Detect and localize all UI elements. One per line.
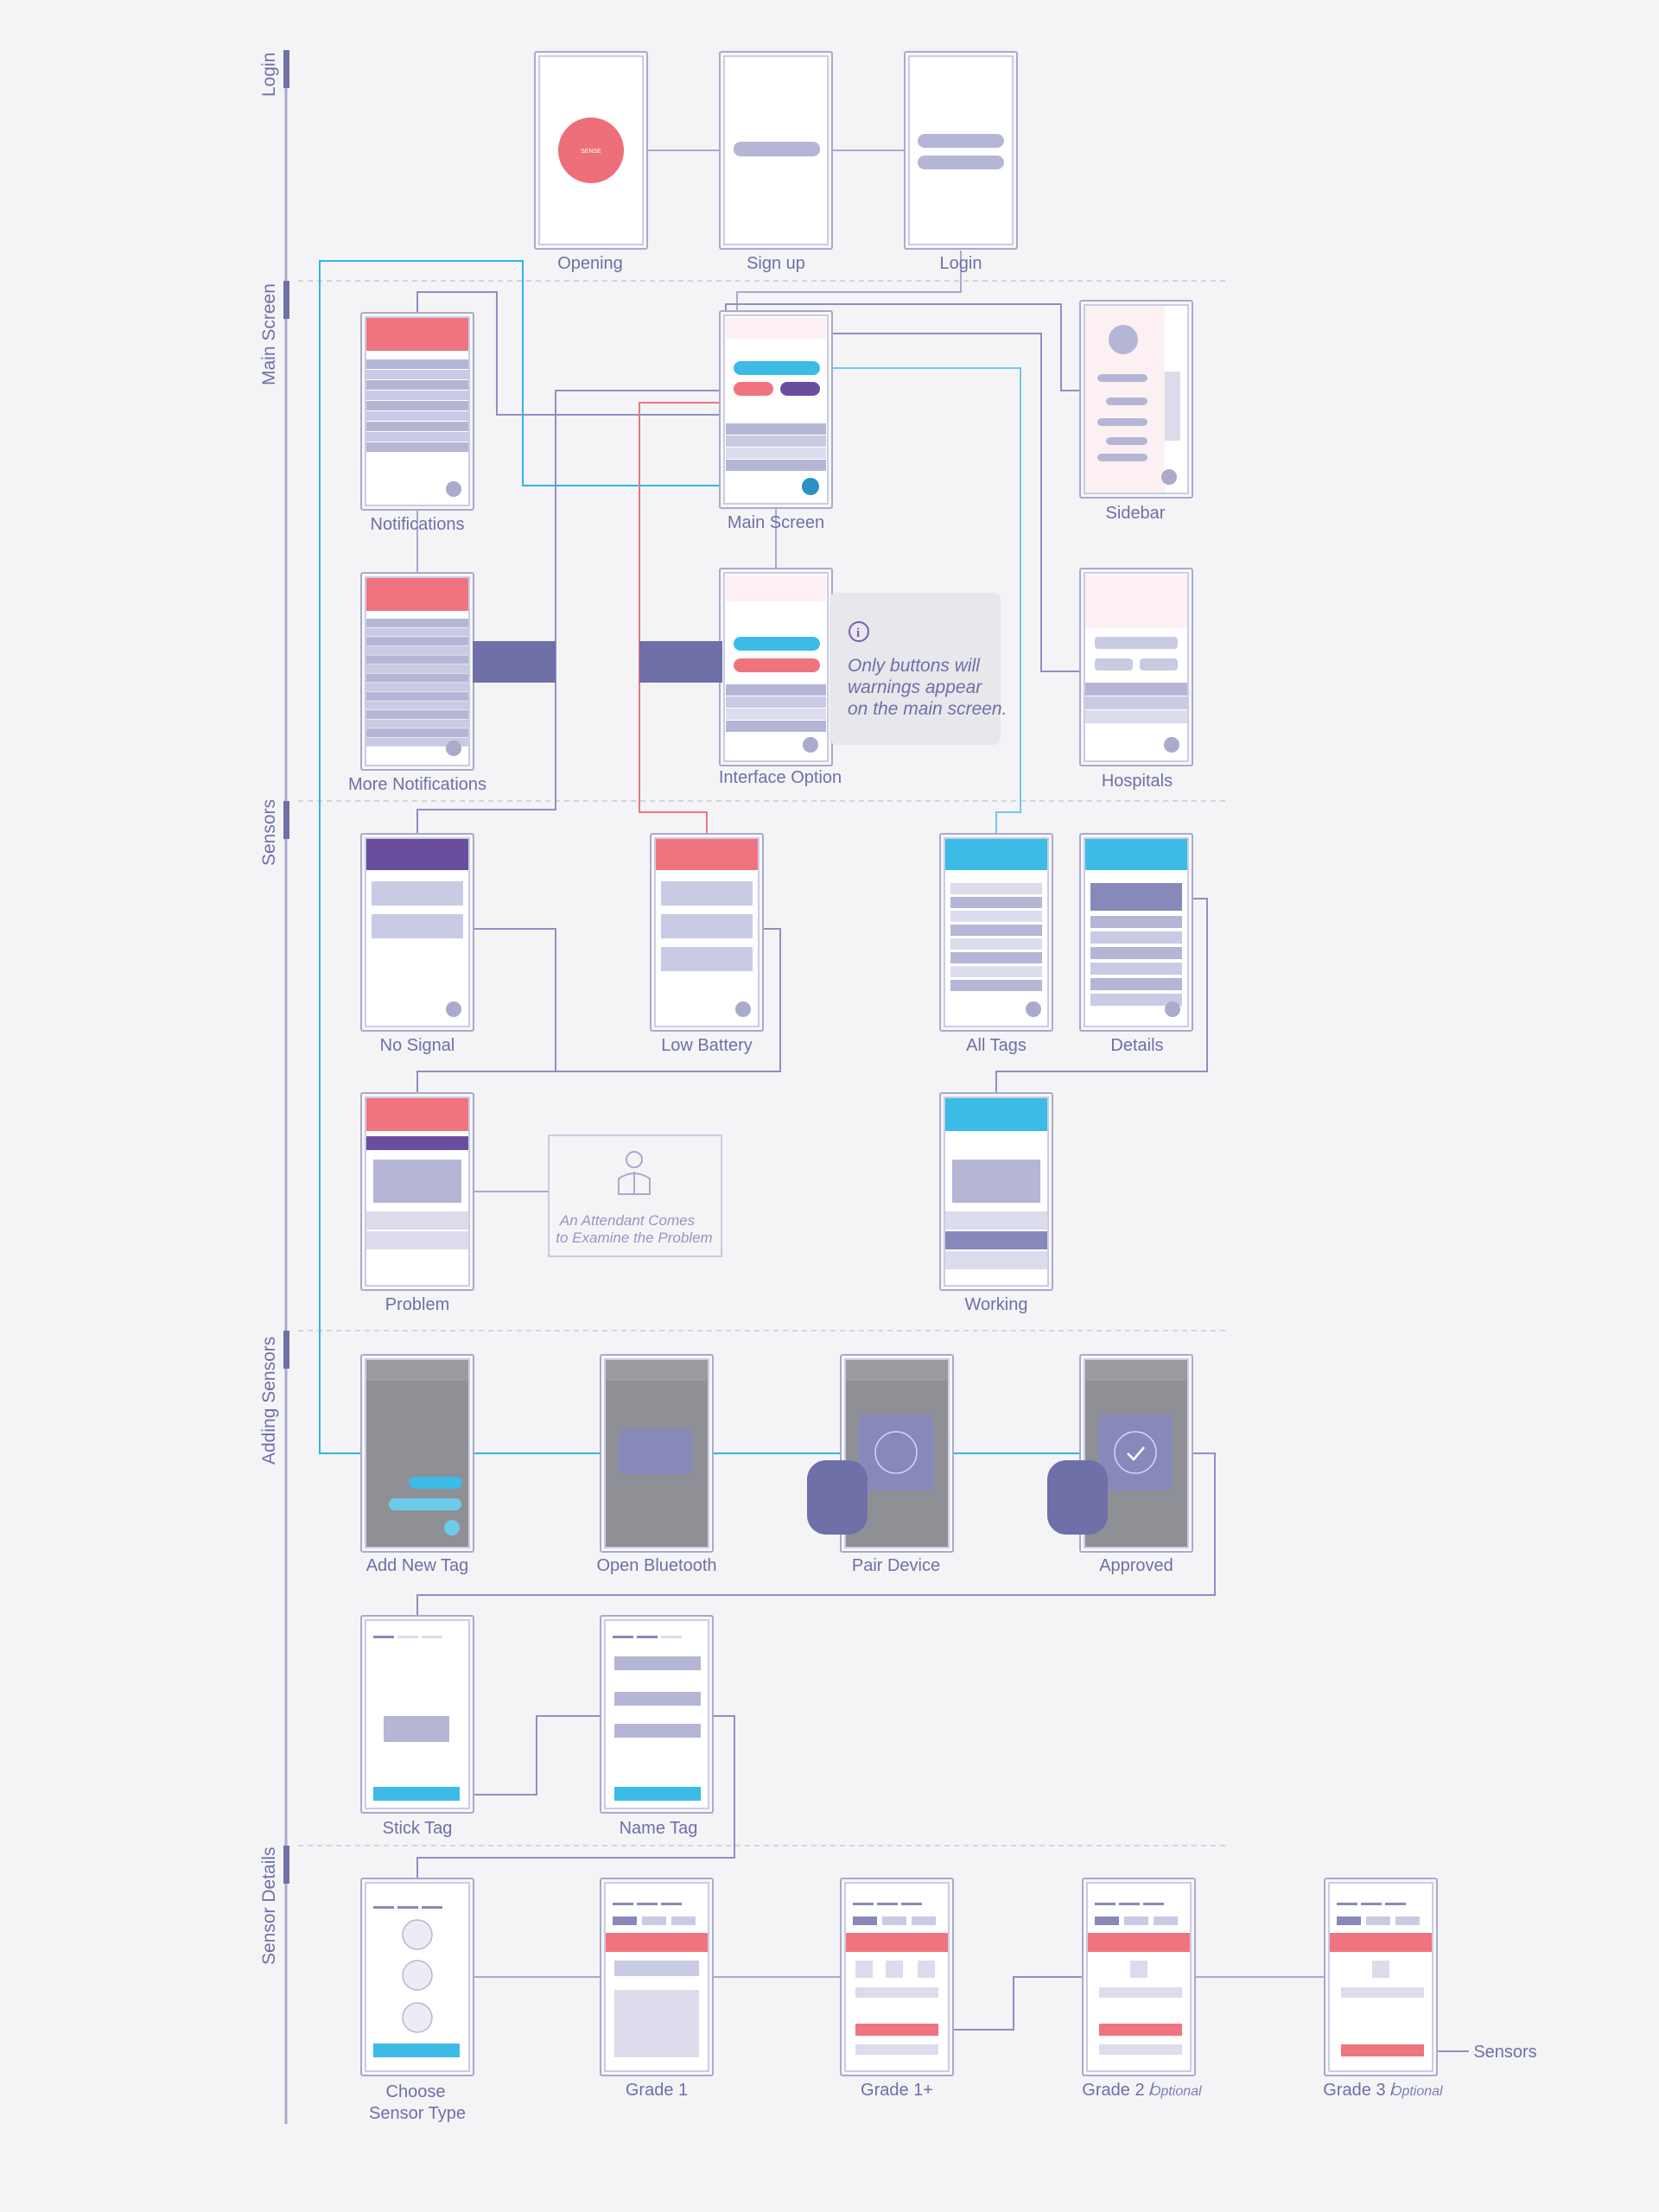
- floating-tag: [807, 1460, 868, 1535]
- label-main-screen: Main Screen: [728, 513, 824, 532]
- screen-approved: [1047, 1354, 1193, 1553]
- label-grade-2-optional: Optional: [1150, 2084, 1202, 2099]
- label-problem: Problem: [385, 1295, 449, 1314]
- screen-sidebar: [1079, 300, 1193, 499]
- screen-problem: [360, 1092, 474, 1291]
- label-name-tag: Name Tag: [620, 1819, 698, 1838]
- section-label-adding-sensors: Adding Sensors: [259, 1337, 279, 1465]
- screens: SENSE: [360, 51, 1438, 2076]
- screen-grade-1-plus: [840, 1878, 954, 2076]
- label-pair-device: Pair Device: [852, 1556, 940, 1575]
- screen-add-new-tag: [360, 1354, 474, 1553]
- screen-no-signal: [360, 833, 474, 1032]
- screen-choose-sensor-type: [360, 1878, 474, 2076]
- screen-details: [1079, 833, 1193, 1032]
- section-label-sensors: Sensors: [259, 799, 279, 866]
- label-interface-option: Interface Option: [719, 768, 842, 787]
- label-no-signal: No Signal: [380, 1036, 455, 1055]
- section-label-sensor-details: Sensor Details: [259, 1847, 279, 1965]
- screen-name-tag: [600, 1615, 714, 1814]
- label-grade-3-optional: Optional: [1391, 2084, 1443, 2099]
- note-line-3: on the main screen.: [848, 699, 1007, 719]
- screen-open-bluetooth: [600, 1354, 714, 1553]
- label-hospitals: Hospitals: [1102, 772, 1173, 791]
- label-low-battery: Low Battery: [661, 1036, 753, 1055]
- info-note: i Only buttons will warnings appear on t…: [830, 593, 1007, 745]
- label-details: Details: [1110, 1036, 1163, 1055]
- connectors: [319, 149, 1469, 2052]
- logo-text: SENSE: [581, 149, 601, 155]
- screen-grade-1: [600, 1878, 714, 2076]
- svg-text:i: i: [856, 626, 860, 640]
- label-login: Login: [940, 254, 982, 273]
- label-signup: Sign up: [747, 254, 805, 273]
- label-open-bluetooth: Open Bluetooth: [597, 1556, 717, 1575]
- label-grade-1-plus: Grade 1+: [861, 2081, 933, 2100]
- note-line-2: warnings appear: [848, 677, 982, 697]
- screen-more-notifications: [360, 572, 474, 771]
- attendant-line-2: to Examine the Problem: [556, 1230, 712, 1246]
- screen-low-battery: [650, 833, 764, 1032]
- label-grade-3: Grade 3 /: [1323, 2081, 1395, 2100]
- screen-pair-device: [807, 1354, 954, 1553]
- label-stick-tag: Stick Tag: [383, 1819, 453, 1838]
- screen-notifications: [360, 312, 474, 511]
- screen-all-tags: [939, 833, 1053, 1032]
- section-dividers: [298, 280, 1227, 1847]
- connector-bar-left: [473, 641, 556, 683]
- note-line-1: Only buttons will: [848, 656, 981, 676]
- label-grade-2: Grade 2 /: [1082, 2081, 1154, 2100]
- screen-login: [904, 51, 1018, 250]
- screen-working: [939, 1092, 1053, 1291]
- screen-stick-tag: [360, 1615, 474, 1814]
- attendant-box: An Attendant Comes to Examine the Proble…: [548, 1135, 722, 1257]
- label-opening: Opening: [557, 254, 623, 273]
- attendant-icon: [618, 1151, 651, 1195]
- label-choose-2: Sensor Type: [369, 2104, 466, 2123]
- label-all-tags: All Tags: [966, 1036, 1027, 1055]
- info-icon: [849, 621, 869, 642]
- attendant-line-1: An Attendant Comes: [559, 1212, 696, 1229]
- label-add-new-tag: Add New Tag: [366, 1556, 469, 1575]
- section-label-login: Login: [259, 53, 279, 97]
- screen-opening: SENSE: [534, 51, 648, 250]
- label-more-notifications: More Notifications: [348, 775, 486, 794]
- connector-bar-right: [639, 641, 722, 683]
- screen-hospitals: [1079, 568, 1193, 766]
- section-markers: [283, 50, 289, 1884]
- label-notifications: Notifications: [371, 515, 465, 534]
- sensors-callout-label: Sensors: [1473, 2043, 1536, 2062]
- section-label-main-screen: Main Screen: [259, 283, 279, 385]
- screen-signup: [719, 51, 833, 250]
- label-approved: Approved: [1099, 1556, 1173, 1575]
- label-grade-1: Grade 1: [626, 2081, 688, 2100]
- screen-main: [719, 310, 833, 509]
- screen-grade-2: [1082, 1878, 1196, 2076]
- label-sidebar: Sidebar: [1106, 504, 1166, 523]
- label-choose-1: Choose: [386, 2082, 446, 2101]
- screen-grade-3: [1324, 1878, 1438, 2076]
- floating-tag: [1047, 1460, 1108, 1535]
- screen-interface-option: [719, 568, 833, 766]
- label-working: Working: [965, 1295, 1028, 1314]
